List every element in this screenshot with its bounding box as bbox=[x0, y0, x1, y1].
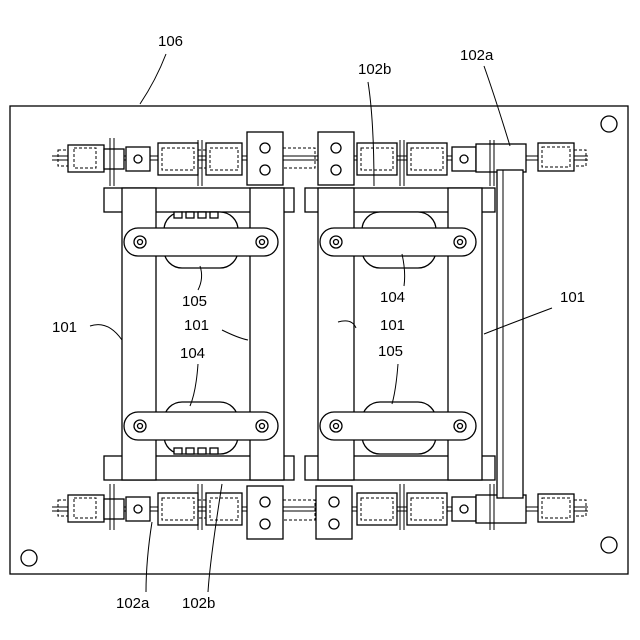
corner-hole-bottom-left bbox=[21, 550, 37, 566]
label-102a-top: 102a bbox=[460, 47, 494, 64]
label-104-left-bottom: 104 bbox=[180, 345, 205, 362]
right-guide-bar bbox=[497, 170, 523, 498]
label-101-center-left: 101 bbox=[184, 317, 209, 334]
label-101-center-right: 101 bbox=[380, 317, 405, 334]
corner-hole-top-right bbox=[601, 116, 617, 132]
label-105-right-bottom: 105 bbox=[378, 343, 403, 360]
label-101-left: 101 bbox=[52, 319, 77, 336]
label-101-right: 101 bbox=[560, 289, 585, 306]
label-104-right-top: 104 bbox=[380, 289, 405, 306]
left-frame bbox=[104, 188, 294, 480]
label-102b-top: 102b bbox=[358, 61, 391, 78]
label-106: 106 bbox=[158, 33, 183, 50]
label-102a-bottom: 102a bbox=[116, 595, 150, 612]
right-frame bbox=[305, 188, 495, 480]
corner-hole-bottom-right bbox=[601, 537, 617, 553]
label-102b-bottom: 102b bbox=[182, 595, 215, 612]
label-105-left: 105 bbox=[182, 293, 207, 310]
